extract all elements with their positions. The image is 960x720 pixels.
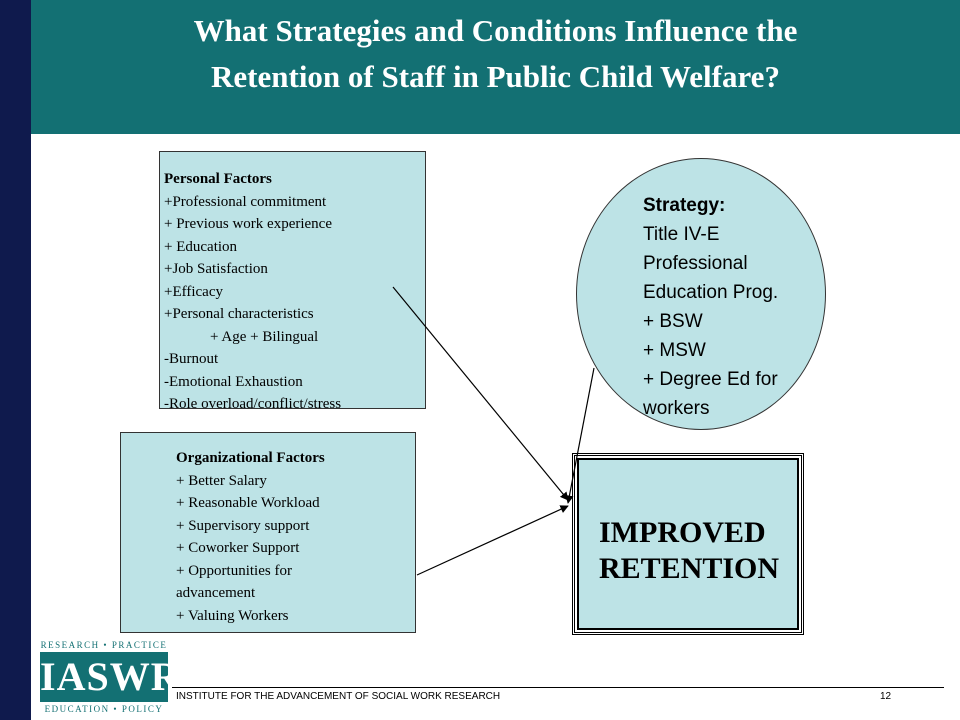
strategy-to-retention-arrow xyxy=(565,367,595,504)
title-banner: What Strategies and Conditions Influence… xyxy=(31,0,960,134)
organizational-factor-item: + Valuing Workers xyxy=(176,607,289,624)
strategy-line: Title IV-E xyxy=(643,224,720,245)
improved-retention-box: IMPROVED RETENTION xyxy=(572,453,804,635)
organizational-to-retention-arrow xyxy=(416,505,569,576)
organizational-factor-item: advancement xyxy=(176,585,256,601)
outcome-line-1: IMPROVED xyxy=(599,516,766,549)
organizational-factor-item: + Supervisory support xyxy=(176,517,310,534)
personal-factor-item: + Education xyxy=(164,238,238,255)
improved-retention-inner: IMPROVED RETENTION xyxy=(577,458,799,630)
personal-factors-heading: Personal Factors xyxy=(164,171,272,187)
organizational-factor-item: + Reasonable Workload xyxy=(176,495,320,511)
personal-to-retention-arrow xyxy=(392,286,569,501)
page-number: 12 xyxy=(880,691,892,702)
personal-factor-item: -Role overload/conflict/stress xyxy=(164,396,342,412)
title-line-2: Retention of Staff in Public Child Welfa… xyxy=(211,59,780,94)
organizational-factor-item: + Coworker Support xyxy=(176,540,300,556)
logo-wordmark: IASWR xyxy=(40,652,180,702)
personal-factor-item: -Emotional Exhaustion xyxy=(164,373,303,390)
personal-factor-item: +Job Satisfaction xyxy=(164,261,268,277)
personal-factor-item: + Previous work experience xyxy=(164,216,332,232)
personal-factor-item: +Personal characteristics xyxy=(164,306,314,322)
organizational-factors-box: Organizational Factors + Better Salary +… xyxy=(120,432,416,633)
personal-factors-box: Personal Factors +Professional commitmen… xyxy=(159,151,426,412)
strategy-text: Strategy: Title IV-E Professional Educat… xyxy=(643,191,778,423)
personal-factor-item: -Burnout xyxy=(164,351,219,367)
strategy-line: Education Prog. xyxy=(643,282,779,303)
slide-title: What Strategies and Conditions Influence… xyxy=(31,8,960,100)
iaswr-logo: RESEARCH • PRACTICE IASWR EDUCATION • PO… xyxy=(40,640,180,716)
outcome-line-2: RETENTION xyxy=(599,552,780,585)
footer-organization: INSTITUTE FOR THE ADVANCEMENT OF SOCIAL … xyxy=(176,691,501,702)
personal-factor-item: +Professional commitment xyxy=(164,193,327,210)
strategy-ellipse: Strategy: Title IV-E Professional Educat… xyxy=(576,158,826,430)
organizational-factors-heading: Organizational Factors xyxy=(176,450,325,466)
organizational-factor-item: + Opportunities for xyxy=(176,562,292,579)
organizational-factor-item: + Better Salary xyxy=(176,472,267,489)
strategy-line: Professional xyxy=(643,253,748,274)
strategy-line: + BSW xyxy=(643,311,703,332)
strategy-heading: Strategy: xyxy=(643,195,726,216)
improved-retention-label: IMPROVED RETENTION xyxy=(599,515,779,587)
strategy-line: + Degree Ed for xyxy=(643,369,778,390)
strategy-line: workers xyxy=(643,398,710,419)
logo-tagline-bottom: EDUCATION • POLICY xyxy=(44,704,164,714)
logo-tagline-top: RESEARCH • PRACTICE xyxy=(40,640,168,650)
strategy-line: + MSW xyxy=(643,340,706,361)
footer-divider xyxy=(172,687,944,688)
left-accent-bar xyxy=(0,0,31,720)
title-line-1: What Strategies and Conditions Influence… xyxy=(193,13,798,48)
personal-factor-item: +Efficacy xyxy=(164,283,223,300)
personal-factor-subitem: + Age + Bilingual xyxy=(210,328,319,345)
